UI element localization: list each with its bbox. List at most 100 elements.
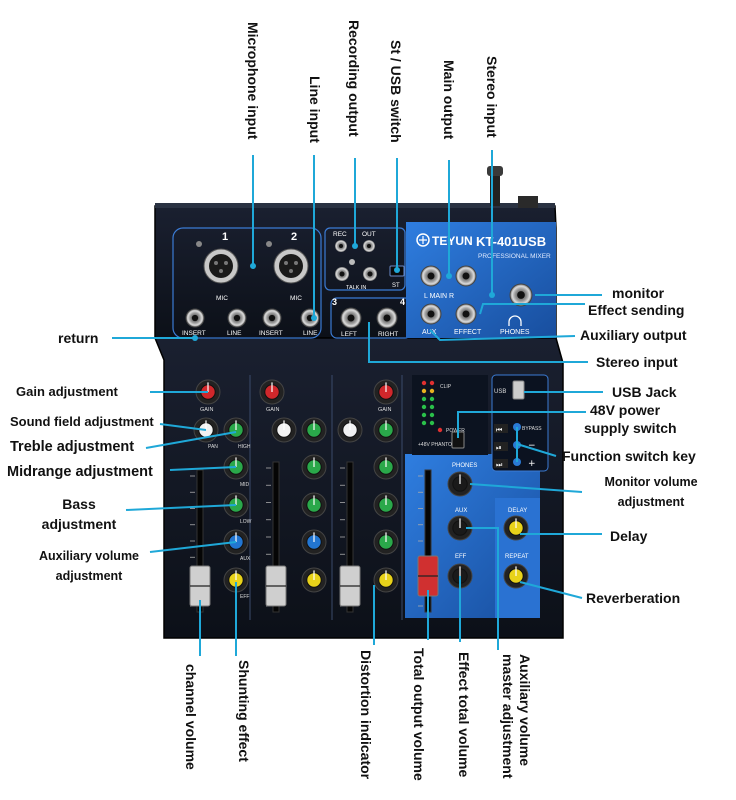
repeat-knob[interactable] [503, 563, 529, 589]
label-auxiliary-output: Auxiliary output [580, 327, 687, 343]
phones-volume-knob[interactable] [447, 471, 473, 497]
insert2-label: INSERT [259, 330, 283, 337]
usb-label: USB [494, 389, 506, 395]
quarter-inch-jack[interactable] [420, 265, 442, 287]
quarter-inch-jack[interactable] [340, 307, 362, 329]
label-return: return [58, 330, 99, 346]
leader-lines [112, 150, 603, 656]
leader-line [457, 411, 586, 438]
rec-label: REC [333, 231, 347, 238]
high-label: HIGH [238, 444, 251, 450]
label-aux-volume-adjustment: Auxiliary volume adjustment [24, 546, 154, 586]
pan-knob[interactable] [337, 417, 363, 443]
leader-line [149, 541, 237, 553]
xlr-mic-input-2[interactable] [273, 248, 309, 284]
left-label: LEFT [341, 331, 357, 338]
leader-dot [394, 267, 400, 273]
aux-knob[interactable] [301, 529, 327, 555]
meter-led [429, 404, 435, 410]
channel-knobs[interactable] [193, 379, 529, 593]
model-name: KT-401USB [476, 234, 546, 249]
aux-knob[interactable] [223, 529, 249, 555]
label-stereo-input-top: Stereo input [484, 56, 500, 138]
mid-knob[interactable] [373, 454, 399, 480]
quarter-inch-jack[interactable] [376, 307, 398, 329]
aux-jack-label: AUX [422, 329, 437, 336]
model-subtitle: PROFESSIONAL MIXER [478, 253, 551, 260]
power-tab [518, 196, 538, 208]
headphone-icon [508, 315, 522, 326]
quarter-inch-jack[interactable] [509, 283, 533, 307]
label-delay: Delay [610, 528, 648, 544]
label-function-switch-key: Function switch key [562, 448, 696, 464]
meter-led [421, 396, 427, 402]
eff-knob[interactable] [223, 567, 249, 593]
label-reverberation: Reverberation [586, 590, 681, 606]
gain-label: GAIN [266, 407, 279, 413]
phantom-label: +48V PHANTOM [418, 442, 456, 448]
quarter-inch-jack[interactable] [420, 303, 442, 325]
label-channel-volume: channel volume [183, 664, 199, 770]
st-label: ST [392, 283, 400, 289]
leader-line [516, 443, 557, 457]
bypass-label: BYPASS [522, 426, 542, 432]
brand-name: TEYUN [432, 234, 473, 248]
fader[interactable] [265, 461, 287, 613]
mic1-label: MIC [216, 295, 228, 302]
low-knob[interactable] [301, 492, 327, 518]
aux-knob[interactable] [373, 529, 399, 555]
label-line-input: Line input [307, 76, 323, 143]
line2-label: LINE [303, 330, 318, 337]
play-pause-button[interactable]: ⏯ [494, 442, 508, 452]
meter-led [429, 396, 435, 402]
quarter-inch-jack[interactable] [227, 308, 247, 328]
leader-dot [311, 315, 317, 321]
right-label: RIGHT [378, 331, 398, 338]
quarter-inch-jack[interactable] [455, 265, 477, 287]
gain-knob[interactable] [373, 379, 399, 405]
delay-knob[interactable] [503, 515, 529, 541]
quarter-inch-jacks[interactable] [185, 265, 533, 329]
talkin-label: TALK IN [346, 285, 366, 291]
low-label: LOW [240, 519, 252, 525]
meter-led [429, 412, 435, 418]
ch2-label: 2 [291, 231, 297, 243]
label-monitor: monitor [612, 285, 665, 301]
channel-faders[interactable] [189, 461, 439, 613]
quarter-inch-jack[interactable] [262, 308, 282, 328]
screw-icon [196, 241, 202, 247]
leader-dot [352, 243, 358, 249]
plus-icon: + [528, 459, 536, 469]
mid-knob[interactable] [301, 454, 327, 480]
meter-led [421, 380, 427, 386]
label-aux-master-2: master adjustment [500, 654, 516, 779]
leader-dot [192, 335, 198, 341]
label-treble-adjustment: Treble adjustment [10, 439, 135, 455]
label-gain-adjustment: Gain adjustment [16, 384, 118, 399]
leader-line [479, 303, 585, 315]
eff-knob[interactable] [373, 567, 399, 593]
label-bass-2: adjustment [41, 516, 117, 532]
prev-track-button[interactable]: ⏮ [494, 424, 508, 434]
meter-led [429, 388, 435, 394]
aux-label: AUX [240, 556, 251, 562]
brand-logo-icon [416, 233, 430, 247]
high-knob[interactable] [301, 417, 327, 443]
quarter-inch-jack[interactable] [185, 308, 205, 328]
pan-knob[interactable] [271, 417, 297, 443]
eff-knob[interactable] [301, 567, 327, 593]
low-knob[interactable] [373, 492, 399, 518]
usb-port[interactable] [512, 380, 525, 400]
next-track-button[interactable]: ⏭ [494, 459, 508, 469]
gain-knob[interactable] [259, 379, 285, 405]
quarter-inch-jack[interactable] [455, 303, 477, 325]
xlr-mic-input-1[interactable] [203, 248, 239, 284]
high-knob[interactable] [373, 417, 399, 443]
fader[interactable] [339, 461, 361, 613]
rec-rca-jacks[interactable] [335, 240, 377, 281]
high-knob[interactable] [223, 417, 249, 443]
label-st-usb-switch: St / USB switch [388, 40, 404, 143]
svg-text:⏭: ⏭ [496, 461, 503, 469]
leader-line [125, 504, 237, 511]
